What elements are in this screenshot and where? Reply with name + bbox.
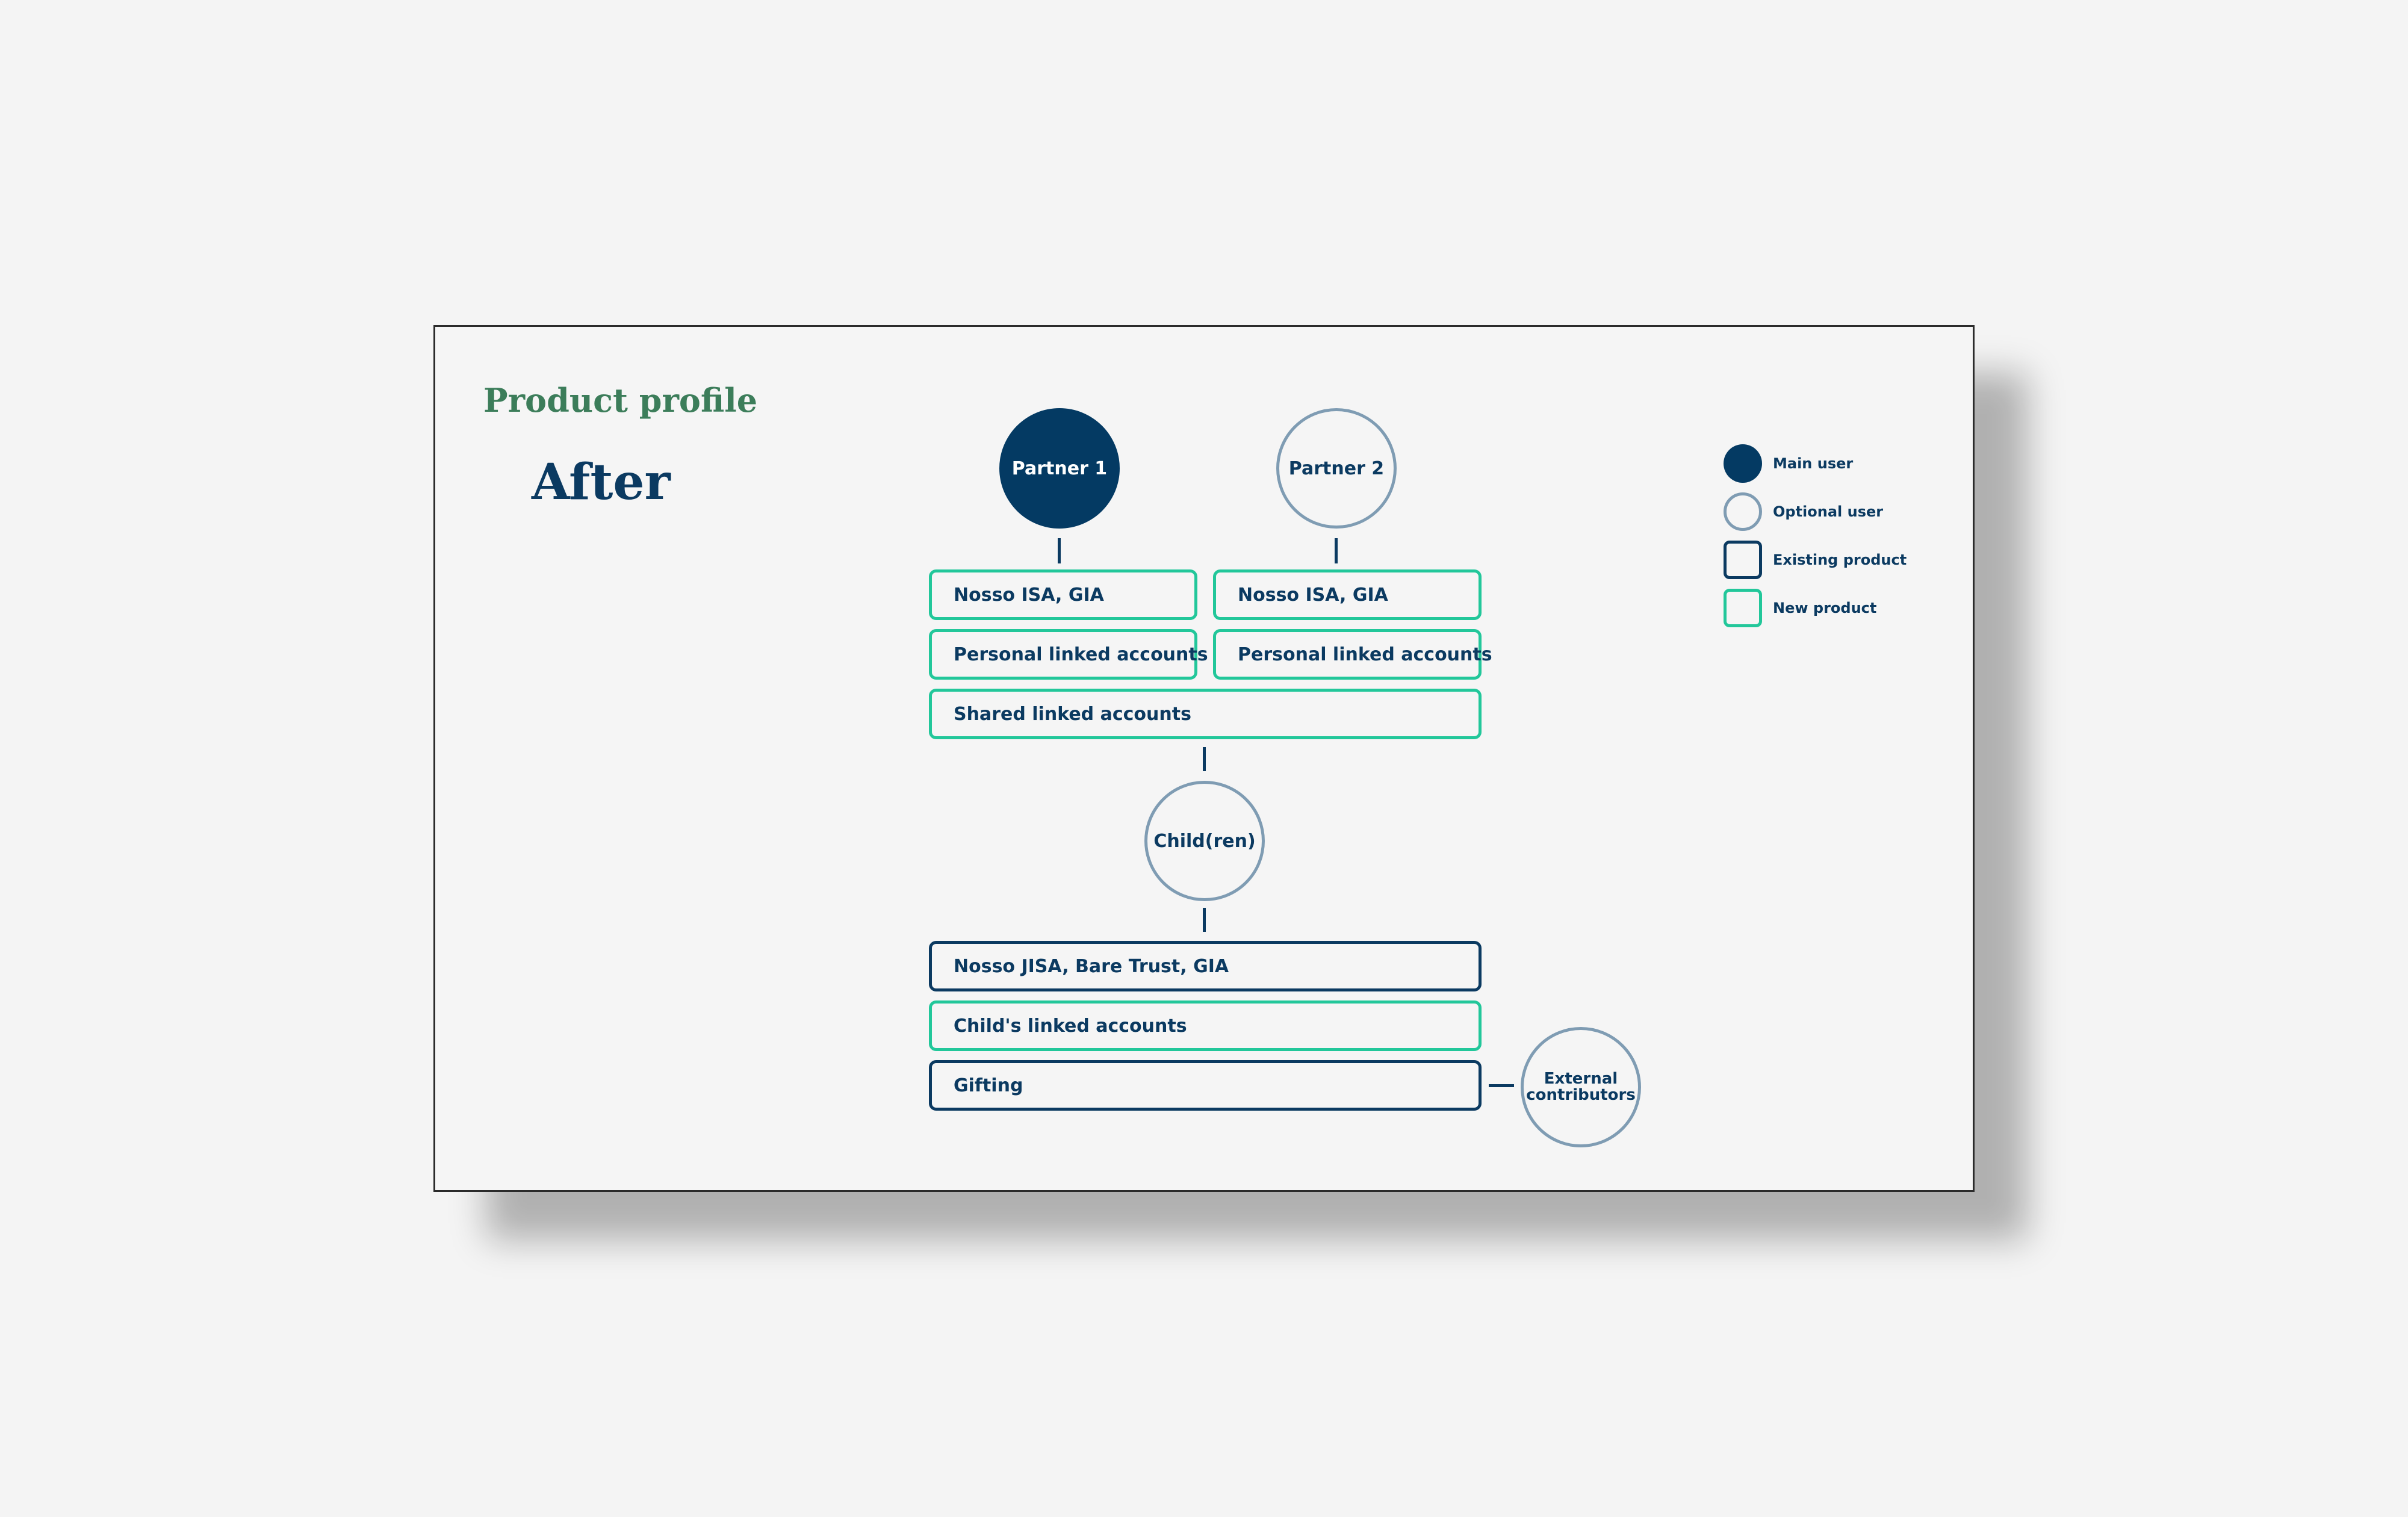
child-products-box: Nosso JISA, Bare Trust, GIA	[929, 941, 1482, 991]
legend-label: Existing product	[1773, 551, 1907, 568]
partner-1-connector	[1058, 538, 1061, 563]
partner-2-label: Partner 2	[1288, 458, 1385, 479]
section-kicker: Product profile	[483, 381, 758, 420]
shared-linked-box: Shared linked accounts	[929, 689, 1482, 739]
partner-1-label: Partner 1	[1011, 458, 1108, 479]
external-contributors-node: External contributors	[1521, 1027, 1641, 1147]
children-connector	[1203, 908, 1206, 932]
partner-1-node: Partner 1	[999, 408, 1120, 529]
partner-2-linked-label: Personal linked accounts	[1238, 644, 1492, 665]
partner-1-isa-label: Nosso ISA, GIA	[954, 584, 1104, 606]
gifting-box: Gifting	[929, 1060, 1482, 1111]
partner-1-linked-box: Personal linked accounts	[929, 629, 1208, 680]
partner-2-isa-label: Nosso ISA, GIA	[1238, 584, 1388, 606]
shared-to-children-connector	[1203, 747, 1206, 771]
page-title: After	[532, 453, 671, 511]
shared-linked-label: Shared linked accounts	[954, 703, 1191, 725]
partner-2-connector	[1335, 538, 1338, 563]
children-label: Child(ren)	[1153, 830, 1256, 852]
gifting-label: Gifting	[954, 1075, 1023, 1096]
legend-label: New product	[1773, 600, 1877, 616]
legend-label: Main user	[1773, 455, 1854, 472]
child-products-label: Nosso JISA, Bare Trust, GIA	[954, 955, 1229, 977]
legend-optional-user: Optional user	[1724, 492, 1883, 531]
optional-user-swatch-icon	[1724, 492, 1762, 531]
partner-1-isa-box: Nosso ISA, GIA	[929, 569, 1197, 620]
partner-2-node: Partner 2	[1276, 408, 1397, 529]
legend-existing-product: Existing product	[1724, 541, 1907, 579]
existing-product-swatch-icon	[1724, 541, 1762, 579]
legend-label: Optional user	[1773, 503, 1884, 520]
partner-2-isa-box: Nosso ISA, GIA	[1213, 569, 1482, 620]
child-linked-label: Child's linked accounts	[954, 1015, 1187, 1037]
legend-main-user: Main user	[1724, 444, 1853, 483]
new-product-swatch-icon	[1724, 589, 1762, 627]
children-node: Child(ren)	[1144, 781, 1265, 901]
child-linked-box: Child's linked accounts	[929, 1000, 1482, 1051]
partner-1-linked-label: Personal linked accounts	[954, 644, 1208, 665]
gifting-to-external-connector	[1489, 1084, 1514, 1087]
external-contributors-label: External contributors	[1526, 1069, 1636, 1104]
legend-new-product: New product	[1724, 589, 1876, 627]
partner-2-linked-box: Personal linked accounts	[1213, 629, 1492, 680]
product-profile-card: Product profile After Partner 1 Partner …	[433, 325, 1975, 1192]
main-user-swatch-icon	[1724, 444, 1762, 483]
